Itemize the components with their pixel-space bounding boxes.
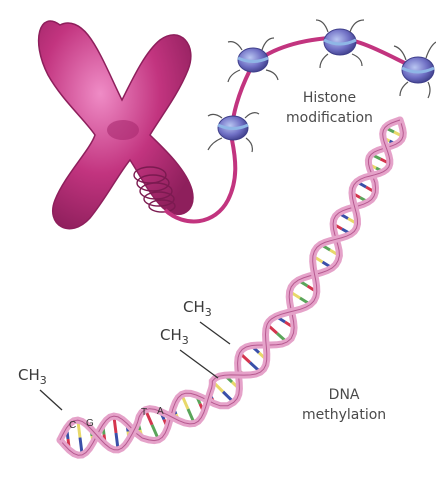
dna-methylation-label: DNA methylation [302, 385, 386, 425]
nucleosome [228, 38, 278, 82]
methyl-pointer-line [200, 322, 230, 344]
nucleosome [316, 20, 364, 68]
methyl-group-label: CH3 [18, 366, 47, 387]
dna-label-line2: methylation [302, 405, 386, 425]
methyl-pointer-line [180, 350, 218, 378]
histone-label-line1: Histone [286, 88, 373, 108]
methyl-pointer-line [40, 390, 62, 410]
dna-label-line1: DNA [302, 385, 386, 405]
chromosome [39, 21, 193, 229]
methyl-group-label: CH3 [183, 298, 212, 319]
centromere [107, 120, 139, 140]
methyl-group-label: CH3 [160, 326, 189, 347]
base-letter: T [141, 407, 147, 418]
histone-label-line2: modification [286, 108, 373, 128]
base-letter: A [157, 406, 164, 417]
nucleosome [394, 42, 436, 98]
base-letter: C [69, 420, 76, 431]
base-letter: G [86, 418, 94, 429]
histone-modification-label: Histone modification [286, 88, 373, 128]
